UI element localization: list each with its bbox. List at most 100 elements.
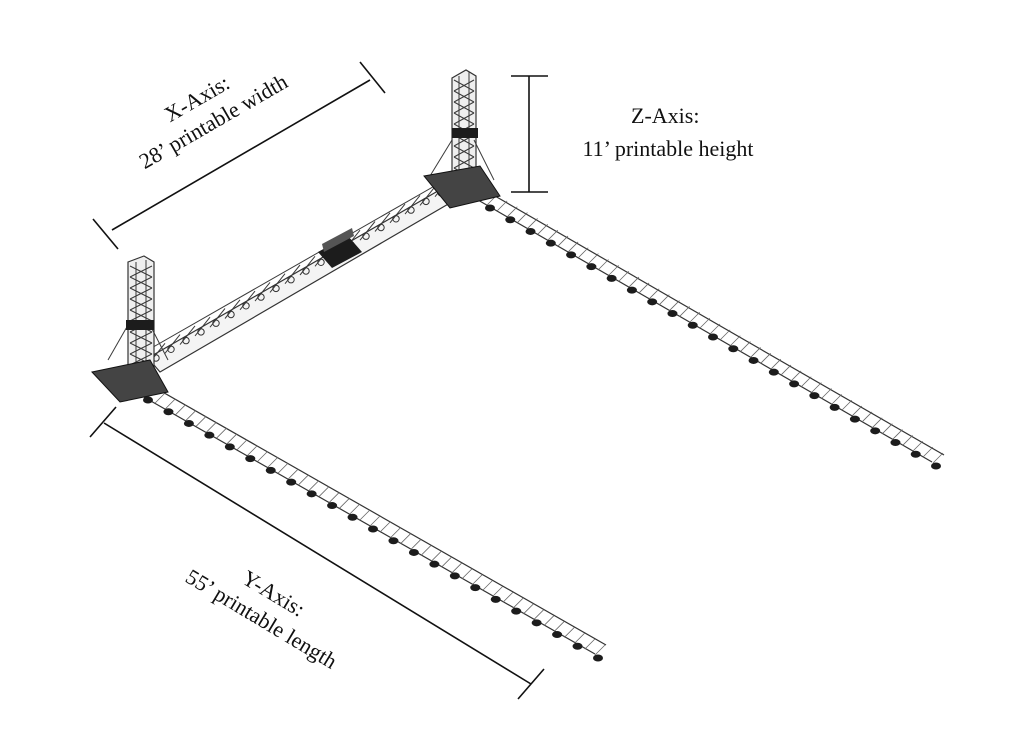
rail-foot — [505, 216, 516, 224]
rail-tie — [628, 276, 640, 288]
rail-foot — [245, 455, 256, 463]
y-axis-label: Y-Axis: 55’ printable length — [181, 540, 356, 674]
rail-tie — [420, 545, 432, 556]
rail-foot — [183, 419, 194, 427]
print-head-carriage — [318, 228, 362, 268]
z-axis-dimension — [511, 75, 548, 193]
rail-tie — [533, 609, 544, 621]
rail-tie — [165, 398, 176, 410]
rail-foot — [388, 537, 399, 545]
rail-foot — [647, 298, 658, 306]
rail-tie — [584, 638, 596, 650]
rail-tie — [699, 317, 711, 329]
rail-tie — [669, 300, 680, 311]
beam-node — [182, 336, 190, 345]
left-tower — [91, 255, 169, 403]
rail-tie — [308, 480, 319, 492]
rail-tie — [506, 206, 518, 218]
rail-tie — [339, 498, 350, 509]
rail-tie — [912, 440, 924, 452]
rail-foot — [809, 392, 820, 400]
rail-tie — [750, 347, 761, 358]
beam-node — [362, 232, 370, 240]
rail-tie — [740, 341, 751, 352]
rail-tie — [638, 282, 650, 294]
z-axis-detail: 11’ printable height — [582, 136, 753, 161]
rail-tie — [547, 229, 559, 241]
rail-tie — [537, 224, 548, 235]
beam-node — [407, 206, 415, 214]
rail-foot — [572, 642, 583, 650]
rail-tie — [851, 405, 863, 417]
rail-tie — [410, 539, 422, 550]
rail-foot — [626, 286, 637, 294]
tower-brace — [453, 90, 475, 103]
rail-tie — [517, 212, 528, 223]
rail-tie — [328, 492, 340, 503]
rail-foot — [586, 263, 597, 271]
rail-tie — [257, 451, 268, 462]
rail-tie — [564, 627, 575, 638]
x-axis-label: X-Axis: 28’ printable width — [121, 44, 292, 173]
beam-node — [422, 197, 430, 206]
rail-tie — [318, 486, 330, 497]
rail-tie — [567, 241, 579, 253]
x-axis-dimension — [92, 61, 386, 250]
rail-tie — [871, 417, 883, 429]
rail-tie — [527, 218, 538, 229]
rail-foot — [531, 619, 542, 627]
rail-foot — [327, 502, 338, 510]
rail-tie — [267, 457, 279, 468]
rail-tie — [298, 474, 309, 486]
rail-tie — [902, 435, 913, 446]
rail-tie — [760, 353, 771, 364]
x-gantry-beam — [147, 175, 463, 373]
rail-tie — [441, 556, 452, 568]
rail-foot — [748, 356, 759, 364]
rail-foot — [368, 525, 378, 533]
beam-node — [392, 215, 400, 223]
tower-brace — [453, 79, 475, 92]
rail-tie — [729, 335, 741, 347]
rail-foot — [606, 274, 617, 282]
tower-brace — [129, 298, 153, 311]
rail-foot — [687, 321, 698, 329]
rail-tie — [246, 445, 258, 456]
rail-foot — [545, 239, 556, 247]
rail-tie — [932, 452, 944, 464]
rail-tie — [709, 323, 721, 335]
rail-tie — [461, 568, 473, 580]
rail-foot — [849, 415, 860, 423]
rail-foot — [143, 396, 153, 404]
rail-tie — [195, 416, 207, 427]
rail-tie — [431, 550, 442, 562]
rail-tie — [502, 591, 514, 603]
right-tower — [423, 69, 501, 209]
rail-foot — [306, 490, 317, 498]
beam-node — [287, 276, 295, 284]
rail-tie — [882, 423, 893, 434]
rail-tie — [277, 462, 289, 474]
rail-tie — [287, 468, 299, 480]
rail-foot — [347, 513, 358, 521]
rail-foot — [470, 584, 481, 592]
rail-tie — [390, 527, 401, 539]
rail-tie — [608, 265, 619, 276]
rail-tie — [216, 427, 227, 439]
rail-tie — [379, 521, 391, 533]
rail-tie — [175, 404, 186, 415]
rail-tie — [800, 376, 812, 388]
rail-foot — [163, 408, 174, 416]
rail-foot — [511, 607, 522, 615]
rail-tie — [588, 253, 599, 264]
rail-tie — [492, 586, 504, 597]
rail-tie — [512, 597, 524, 609]
rail-tie — [154, 392, 166, 404]
rail-tie — [831, 394, 842, 405]
beam-node — [272, 284, 280, 293]
beam-node — [212, 319, 220, 327]
rail-tie — [770, 358, 782, 370]
tower-brace — [453, 145, 475, 158]
rail-tie — [553, 621, 565, 632]
rail-tie — [892, 429, 903, 440]
